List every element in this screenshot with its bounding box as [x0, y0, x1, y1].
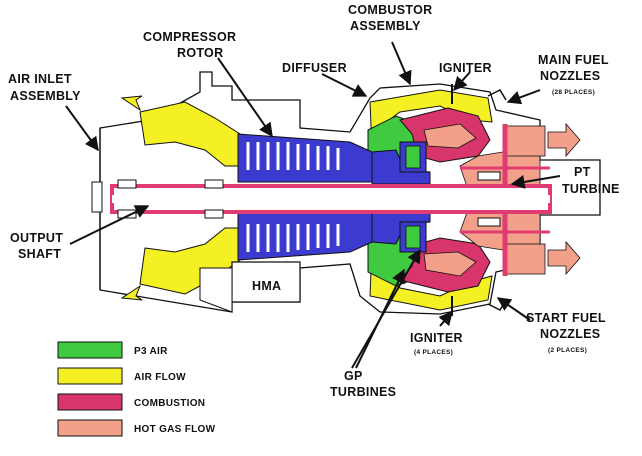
air-inlet-upper	[139, 101, 241, 167]
start-fuel-label-line2: NOZZLES	[540, 327, 600, 341]
legend-swatch-hot-gas-flow	[57, 419, 123, 437]
start-fuel-label-line1: START FUEL	[526, 311, 606, 325]
main-fuel-nozzle-stub	[487, 89, 507, 101]
inlet-arrow-upper-icon	[120, 95, 143, 112]
pt-label-line2: TURBINE	[562, 182, 620, 196]
engine-body	[91, 71, 601, 316]
compressor-label-line1: COMPRESSOR	[143, 30, 236, 44]
gearbox-block	[199, 267, 233, 313]
compressor-rotor-lower	[237, 209, 431, 261]
compressor-rotor-upper	[237, 133, 431, 185]
start-fuel-note: (2 PLACES)	[548, 347, 587, 354]
igniter-bottom-note: (4 PLACES)	[414, 349, 453, 356]
exhaust-lower	[504, 243, 546, 275]
shaft-core	[112, 195, 550, 203]
main-fuel-note: (28 PLACES)	[552, 89, 595, 96]
legend-label-combustion: COMBUSTION	[134, 398, 205, 409]
legend-label-p3-air: P3 AIR	[134, 346, 168, 357]
exhaust-arrow-upper-icon	[547, 122, 581, 158]
legend-label-air-flow: AIR FLOW	[134, 372, 186, 383]
main-fuel-label-line1: MAIN FUEL	[538, 53, 609, 67]
callout-labels: COMBUSTOR ASSEMBLY COMPRESSOR ROTOR DIFF…	[8, 3, 620, 399]
legend-swatch-combustion	[57, 393, 123, 411]
legend-item-hot-gas-flow: HOT GAS FLOW	[57, 419, 216, 437]
combustion-lower-inner	[423, 251, 477, 277]
flow-arrows	[120, 95, 581, 301]
bearing-icons	[117, 171, 501, 227]
front-flange	[91, 181, 103, 213]
legend-label-hot-gas-flow: HOT GAS FLOW	[134, 424, 216, 435]
legend-swatch-air-flow	[57, 367, 123, 385]
legend-item-combustion: COMBUSTION	[57, 393, 205, 411]
diffuser-label: DIFFUSER	[282, 61, 347, 75]
legend-item-air-flow: AIR FLOW	[57, 367, 186, 385]
gp-turbines-label-line2: TURBINES	[330, 385, 396, 399]
combustor-label-line1: COMBUSTOR	[348, 3, 432, 17]
output-shaft-label-line2: SHAFT	[18, 247, 61, 261]
combustor-label-line2: ASSEMBLY	[350, 19, 421, 33]
exhaust-arrow-lower-icon	[547, 240, 581, 276]
igniter-top-label: IGNITER	[439, 61, 492, 75]
hma-label: HMA	[252, 279, 281, 293]
output-shaft-label-line1: OUTPUT	[10, 231, 63, 245]
pt-label-line1: PT	[574, 165, 591, 179]
compressor-label-line2: ROTOR	[177, 46, 223, 60]
legend-item-p3-air: P3 AIR	[57, 341, 168, 359]
leader-lines	[65, 41, 561, 369]
combustion-upper-inner	[423, 123, 477, 149]
gp-turbines-label-line1: GP	[344, 369, 363, 383]
air-inlet-label-line2: ASSEMBLY	[10, 89, 81, 103]
igniter-bottom-label: IGNITER	[410, 331, 463, 345]
main-fuel-label-line2: NOZZLES	[540, 69, 600, 83]
legend: P3 AIR AIR FLOW COMBUSTION HOT GAS FLOW	[57, 341, 216, 437]
air-inlet-label-line1: AIR INLET	[8, 72, 72, 86]
legend-swatch-p3-air	[57, 341, 123, 359]
exhaust-upper	[504, 125, 546, 157]
inlet-arrow-lower-icon	[120, 284, 143, 301]
